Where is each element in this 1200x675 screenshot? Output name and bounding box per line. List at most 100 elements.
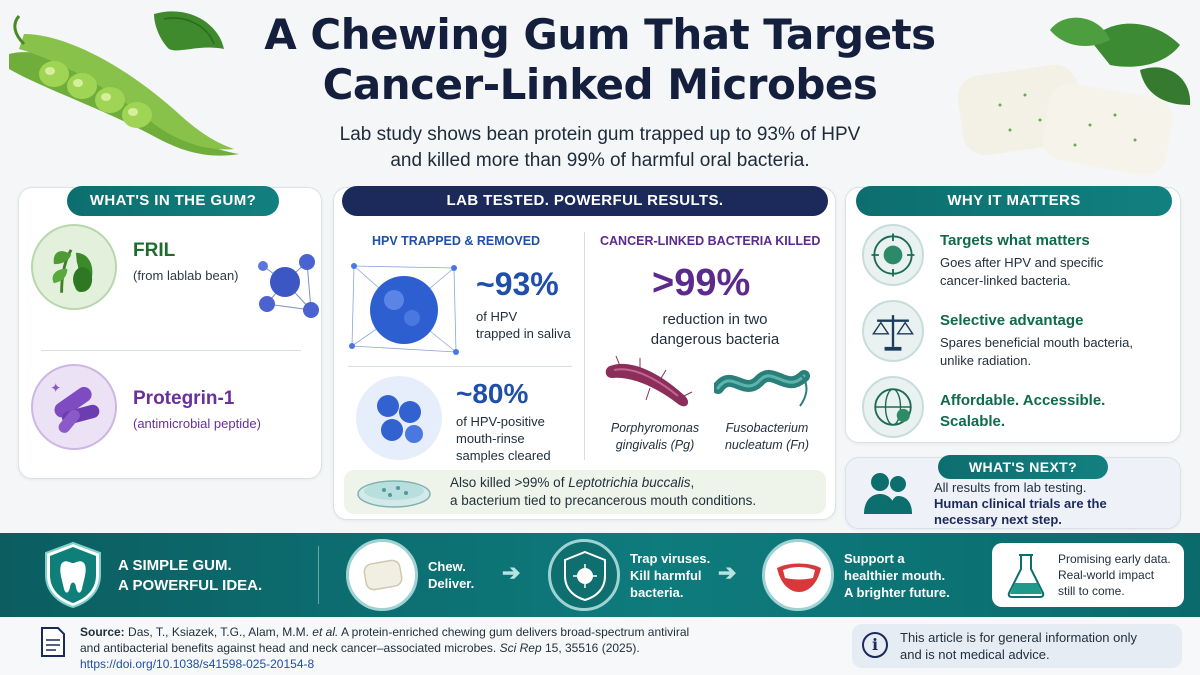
also-killed-line-1: Also killed >99% of Leptotrichia buccali…: [450, 474, 756, 492]
porphyromonas-bacterium-icon: [605, 355, 693, 407]
whats-next-line-1: All results from lab testing.: [934, 480, 1087, 495]
why-body-selective-line-1: Spares beneficial mouth bacteria,: [940, 335, 1133, 350]
band-tagline-line-2: A POWERFUL IDEA.: [118, 577, 263, 594]
why-body-targets: Goes after HPV and specific cancer-linke…: [940, 254, 1170, 290]
page-subtitle: Lab study shows bean protein gum trapped…: [270, 122, 930, 174]
hpv-column-heading: HPV TRAPPED & REMOVED: [372, 234, 541, 248]
leptotrichia-name: Leptotrichia buccalis: [568, 475, 691, 490]
people-icon: [864, 473, 912, 514]
ingredients-heading: WHAT'S IN THE GUM?: [67, 186, 279, 216]
hpv-cleared-label-line-1: of HPV-positive: [456, 414, 545, 429]
info-icon: i: [862, 632, 888, 658]
hpv-cleared-icon: [356, 376, 442, 460]
virus-shield-step-icon: [548, 539, 620, 611]
document-icon: [41, 627, 65, 657]
promise-line-3: still to come.: [1058, 584, 1125, 598]
also-killed-line-2: a bacterium tied to precancerous mouth c…: [450, 493, 757, 508]
protein-molecule-icon: [258, 254, 319, 318]
porphyromonas-label: Porphyromonas gingivalis (Pg): [600, 420, 710, 454]
gum-step-icon: [346, 539, 418, 611]
why-it-matters-heading: WHY IT MATTERS: [856, 186, 1172, 216]
shield-virus-icon: [564, 550, 606, 602]
hpv-divider: [348, 366, 572, 367]
step-chew: Chew. Deliver.: [428, 558, 474, 592]
source-line-1: Source: Das, T., Ksiazek, T.G., Alam, M.…: [80, 624, 760, 640]
bacteria-killed-stat: >99%: [652, 262, 751, 304]
disclaimer-text: This article is for general information …: [900, 629, 1137, 663]
whats-next-text: All results from lab testing. Human clin…: [934, 480, 1107, 528]
step-arrow-1: ➔: [502, 560, 521, 585]
promise-card: Promising early data. Real-world impact …: [992, 543, 1184, 607]
porphyromonas-label-line-2: gingivalis (Pg): [615, 438, 695, 452]
promise-line-1: Promising early data.: [1058, 552, 1171, 566]
target-virus-icon: [862, 224, 924, 286]
why-body-selective: Spares beneficial mouth bacteria, unlike…: [940, 334, 1170, 370]
also-killed-strip: Also killed >99% of Leptotrichia buccali…: [344, 470, 826, 514]
step-trap-line-2: Kill harmful: [630, 568, 702, 583]
hpv-virus-icon: [349, 263, 459, 355]
step-chew-line-1: Chew.: [428, 559, 466, 574]
source-et-al: et al.: [312, 625, 339, 639]
why-body-selective-line-2: unlike radiation.: [940, 353, 1032, 368]
gum-pieces-with-mint-image: [957, 17, 1191, 175]
disclaimer-line-1: This article is for general information …: [900, 630, 1137, 645]
ingredient-name-fril: FRIL: [133, 240, 176, 261]
why-title-affordable: Affordable. Accessible. Scalable.: [940, 390, 1105, 432]
hpv-trapped-stat: ~93%: [476, 266, 559, 302]
flask-icon: [1007, 554, 1045, 598]
step-support-line-2: healthier mouth.: [844, 568, 946, 583]
hpv-trapped-label-line-2: trapped in saliva: [476, 326, 571, 341]
source-title-start: A protein-enriched chewing gum delivers …: [338, 625, 690, 639]
source-doi-link[interactable]: https://doi.org/10.1038/s41598-025-20154…: [80, 657, 315, 671]
why-title-targets: Targets what matters: [940, 232, 1090, 249]
why-title-affordable-line-2: Scalable.: [940, 413, 1006, 430]
also-killed-text: Also killed >99% of Leptotrichia buccali…: [450, 474, 756, 510]
why-body-targets-line-1: Goes after HPV and specific: [940, 255, 1104, 270]
ingredient-name-protegrin: Protegrin-1: [133, 388, 235, 409]
subtitle-line-2: and killed more than 99% of harmful oral…: [390, 150, 810, 171]
step-trap-line-1: Trap viruses.: [630, 551, 711, 566]
results-heading: LAB TESTED. POWERFUL RESULTS.: [342, 186, 828, 216]
peptide-capsules-icon: ✦: [31, 364, 117, 450]
source-authors: Das, T., Ksiazek, T.G., Alam, M.M.: [124, 625, 313, 639]
disclaimer-line-2: and is not medical advice.: [900, 647, 1050, 662]
band-divider: [318, 546, 319, 604]
title-line-1: A Chewing Gum That Targets: [264, 10, 936, 59]
step-trap: Trap viruses. Kill harmful bacteria.: [630, 550, 710, 601]
source-title-end: and antibacterial benefits against head …: [80, 641, 500, 655]
hpv-cleared-label: of HPV-positive mouth-rinse samples clea…: [456, 413, 551, 464]
step-trap-line-3: bacteria.: [630, 585, 684, 600]
lablab-bean-pods-image: [9, 11, 239, 156]
ingredient-source-protegrin: (antimicrobial peptide): [133, 416, 261, 431]
why-body-targets-line-2: cancer-linked bacteria.: [940, 273, 1071, 288]
fusobacterium-bacterium-icon: [714, 370, 810, 407]
gum-piece-icon: [363, 559, 403, 591]
whats-next-line-2: Human clinical trials are the: [934, 496, 1107, 511]
why-title-selective: Selective advantage: [940, 312, 1084, 329]
fusobacterium-label-line-1: Fusobacterium: [725, 421, 809, 435]
source-line-2: and antibacterial benefits against head …: [80, 640, 760, 656]
globe-icon: [862, 376, 924, 438]
results-column-divider: [584, 232, 585, 460]
whats-next-panel: WHAT'S NEXT? All results from lab testin…: [845, 455, 1181, 529]
step-support-line-3: A brighter future.: [844, 585, 950, 600]
results-panel: LAB TESTED. POWERFUL RESULTS. HPV TRAPPE…: [333, 186, 836, 520]
promise-line-2: Real-world impact: [1058, 568, 1155, 582]
promise-text: Promising early data. Real-world impact …: [1058, 551, 1171, 599]
petri-dish-icon: [357, 480, 431, 508]
smile-step-icon: [762, 539, 834, 611]
bacteria-killed-label: reduction in two dangerous bacteria: [640, 310, 790, 350]
source-volume: 15, 35516 (2025).: [541, 641, 640, 655]
bean-plant-icon: [31, 224, 117, 310]
source-journal: Sci Rep: [499, 641, 542, 655]
title-line-2: Cancer-Linked Microbes: [322, 60, 878, 109]
bacteria-killed-label-line-2: dangerous bacteria: [650, 331, 780, 348]
step-support: Support a healthier mouth. A brighter fu…: [844, 550, 950, 601]
whats-next-line-3: necessary next step.: [934, 512, 1062, 527]
source-citation: Source: Das, T., Ksiazek, T.G., Alam, M.…: [80, 624, 760, 672]
why-it-matters-panel: WHY IT MATTERS Targets what matters Goes…: [845, 186, 1181, 443]
hpv-cleared-label-line-2: mouth-rinse: [456, 431, 525, 446]
band-tagline-line-1: A SIMPLE GUM.: [118, 557, 232, 574]
whats-next-heading: WHAT'S NEXT?: [938, 455, 1108, 479]
ingredients-panel: WHAT'S IN THE GUM? FRIL (from lablab bea…: [18, 186, 322, 479]
